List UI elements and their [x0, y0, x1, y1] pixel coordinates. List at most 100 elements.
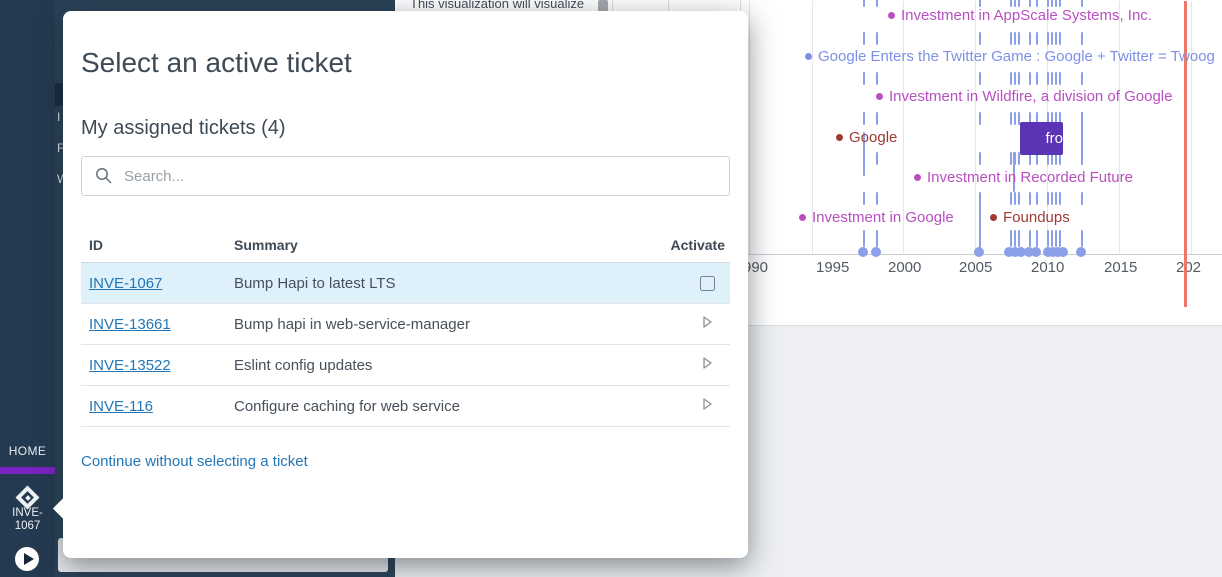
timeline-event-tick	[1010, 152, 1012, 165]
table-row[interactable]: INVE-116 Configure caching for web servic…	[81, 386, 730, 427]
timeline-event-tick	[1047, 192, 1049, 205]
ticket-id-link[interactable]: INVE-116	[89, 397, 153, 415]
assigned-tickets-heading: My assigned tickets (4)	[81, 117, 286, 139]
table-row[interactable]: INVE-1067 Bump Hapi to latest LTS	[81, 263, 730, 304]
timeline-event-tick	[1059, 152, 1061, 165]
timeline-event-tick	[1051, 152, 1053, 165]
sidebar: HOME INVE- 1067	[0, 0, 55, 577]
sidebar-item-home[interactable]: HOME	[8, 444, 47, 458]
timeline-event-tick	[1018, 112, 1020, 125]
timeline-event-tick	[1051, 230, 1053, 247]
timeline-event-label: Google	[836, 129, 897, 146]
ticket-id-link[interactable]: INVE-1067	[89, 274, 163, 292]
timeline-event-tick	[1018, 230, 1020, 247]
column-header-activate: Activate	[670, 237, 725, 253]
timeline-event-stem	[1013, 152, 1015, 192]
event-dot-icon	[876, 93, 883, 100]
ticket-id-link[interactable]: INVE-13661	[89, 315, 171, 333]
timeline-gridline	[1191, 1, 1192, 254]
column-header-id: ID	[89, 237, 103, 253]
event-dot-icon	[799, 214, 806, 221]
timeline-event-tick	[979, 32, 981, 45]
axis-tick-label: 990	[743, 259, 769, 276]
timeline-event-tick	[1018, 32, 1020, 45]
timeline-event-tick	[1018, 0, 1020, 7]
timeline-event-tick	[1051, 0, 1053, 7]
ticket-id-link[interactable]: INVE-13522	[89, 356, 171, 374]
timeline-event-tick	[1081, 0, 1083, 7]
scrollbar-thumb[interactable]	[598, 0, 608, 12]
timeline-event-marker	[858, 247, 868, 257]
timeline-event-tick	[979, 0, 981, 7]
event-dot-icon	[990, 214, 997, 221]
timeline-event-tick	[876, 0, 878, 7]
activate-cell	[684, 355, 730, 375]
sidebar-item-ticket[interactable]: INVE- 1067	[0, 507, 55, 532]
timeline-selected-event-box[interactable]: fro	[1020, 122, 1063, 155]
ticket-summary: Eslint config updates	[234, 356, 373, 374]
background-text-fragment: I	[57, 110, 61, 124]
timeline-event-tick	[1036, 72, 1038, 85]
timeline-event-stem	[1081, 112, 1083, 162]
timeline-event-label: Investment in AppScale Systems, Inc.	[888, 7, 1152, 24]
timeline-event-tick	[1010, 230, 1012, 247]
timeline-event-tick	[1081, 230, 1083, 247]
background-text-fragment: F	[57, 141, 65, 155]
background-text-fragment: W	[57, 172, 68, 186]
search-icon	[96, 168, 112, 184]
axis-tick-label: 202	[1176, 259, 1202, 276]
ticket-id-cell: INVE-13522	[81, 357, 234, 374]
timeline-event-tick	[1018, 192, 1020, 205]
timeline-event-tick	[1055, 112, 1057, 125]
activate-play-icon[interactable]	[699, 314, 715, 334]
timeline-event-tick	[1014, 230, 1016, 247]
modal-title: Select an active ticket	[81, 47, 352, 78]
timeline-event-tick	[1059, 0, 1061, 7]
timeline-event-tick	[1059, 192, 1061, 205]
timeline-event-label: Google Enters the Twitter Game : Google …	[805, 48, 1215, 65]
table-header: ID Summary Activate	[81, 234, 730, 262]
ticket-summary: Bump Hapi to latest LTS	[234, 274, 396, 292]
timeline-event-tick	[1014, 32, 1016, 45]
timeline-event-tick	[1047, 72, 1049, 85]
ticket-id-cell: INVE-1067	[81, 275, 234, 292]
event-text: Investment in AppScale Systems, Inc.	[901, 7, 1152, 24]
timeline-event-tick	[1036, 112, 1038, 125]
continue-without-ticket-link[interactable]: Continue without selecting a ticket	[81, 453, 308, 470]
timeline-event-tick	[1055, 230, 1057, 247]
timeline-event-tick	[1029, 0, 1031, 7]
background-panel-fragment	[55, 83, 63, 106]
timeline-event-marker	[871, 247, 881, 257]
play-button[interactable]	[15, 547, 39, 571]
search-input[interactable]	[122, 157, 721, 195]
activate-play-icon[interactable]	[699, 355, 715, 375]
table-row[interactable]: INVE-13522 Eslint config updates	[81, 345, 730, 386]
timeline-event-stem	[979, 197, 981, 249]
timeline-event-tick	[1029, 112, 1031, 125]
timeline-event-tick	[1014, 192, 1016, 205]
timeline-event-marker	[1024, 247, 1034, 257]
event-text: Foundups	[1003, 209, 1070, 226]
activate-play-icon[interactable]	[699, 396, 715, 416]
timeline-event-tick	[1010, 112, 1012, 125]
axis-tick-label: 2000	[888, 259, 922, 276]
event-text: Google	[849, 129, 898, 146]
timeline-event-marker	[1016, 247, 1026, 257]
panel-divider	[668, 0, 669, 12]
activate-cell	[684, 396, 730, 416]
timeline-event-marker	[1058, 247, 1068, 257]
timeline-event-tick	[979, 112, 981, 125]
timeline-event-tick	[1036, 152, 1038, 165]
timeline-event-tick	[1010, 0, 1012, 7]
timeline-event-tick	[1014, 0, 1016, 7]
ticket-summary: Configure caching for web service	[234, 397, 460, 415]
timeline-event-tick	[876, 72, 878, 85]
timeline-event-tick	[1059, 72, 1061, 85]
ticket-icon[interactable]	[15, 485, 40, 510]
ticket-table-body: INVE-1067 Bump Hapi to latest LTS INVE-136…	[81, 262, 730, 427]
activate-checkbox[interactable]	[699, 275, 715, 291]
column-header-summary: Summary	[234, 237, 298, 253]
event-dot-icon	[888, 12, 895, 19]
